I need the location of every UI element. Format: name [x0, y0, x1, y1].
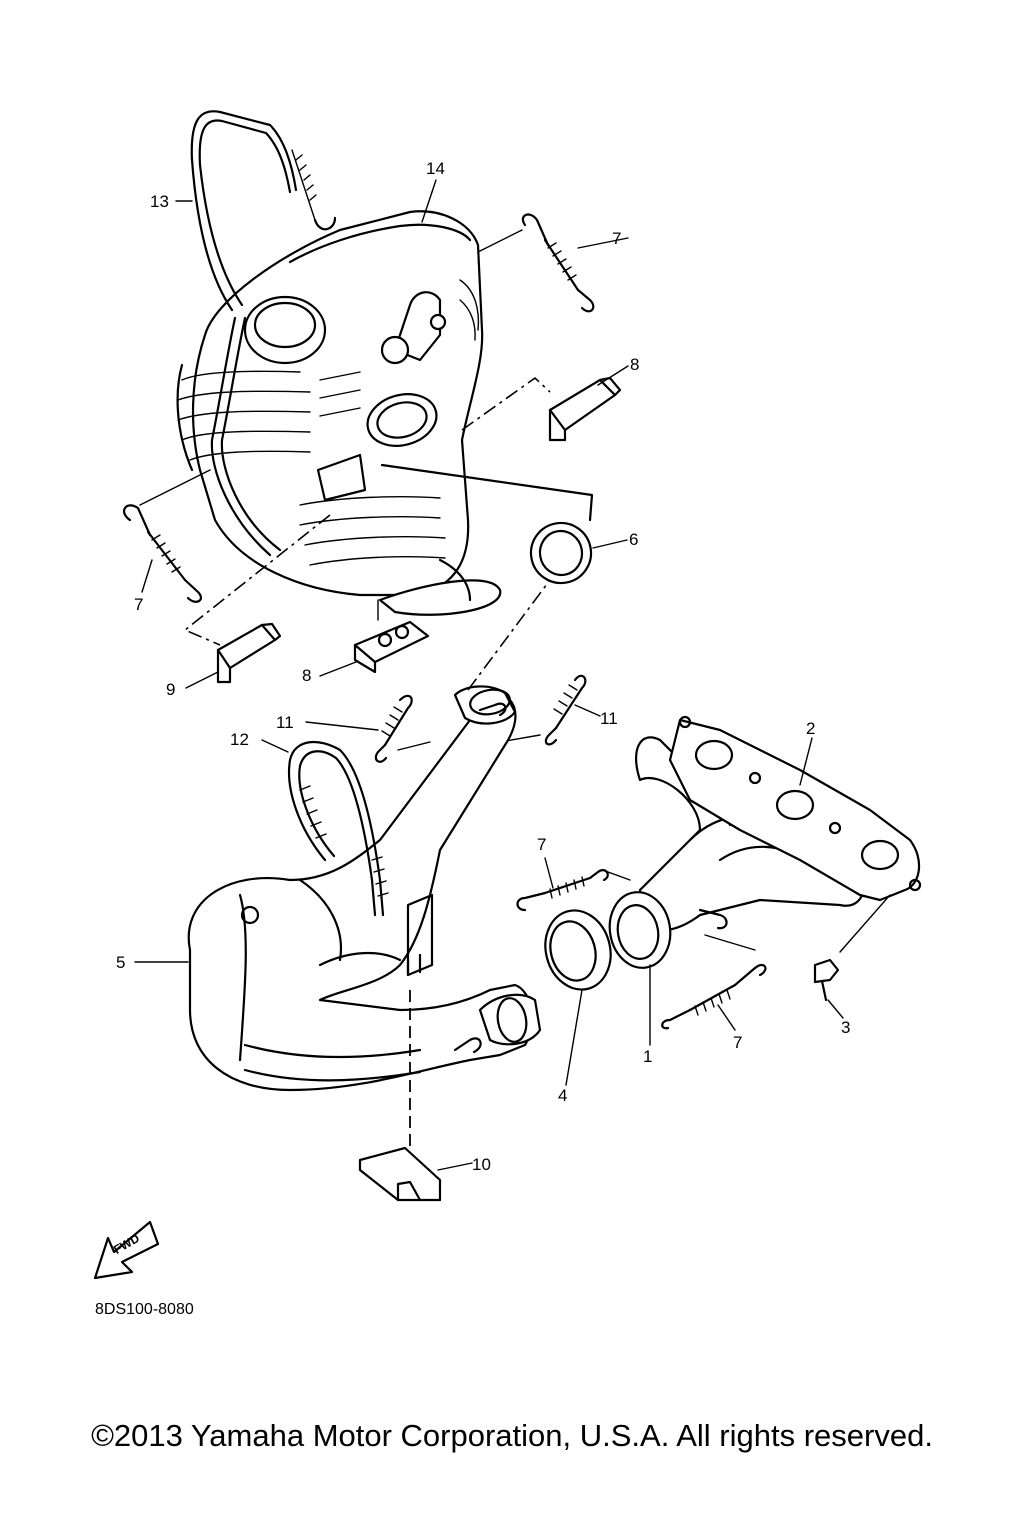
callout-7-a: 7: [612, 229, 621, 248]
copyright-notice: ©2013 Yamaha Motor Corporation, U.S.A. A…: [91, 1418, 933, 1453]
spring-7-left: 7: [123, 469, 211, 614]
callout-11-b: 11: [600, 709, 618, 728]
callout-10: 10: [472, 1155, 491, 1174]
callout-4: 4: [558, 1086, 567, 1105]
callout-6: 6: [629, 530, 638, 549]
gasket-2: 2: [668, 715, 922, 902]
muffler-assembly: [176, 210, 502, 616]
strap-13: 13: [150, 110, 337, 312]
callout-7-d: 7: [733, 1033, 742, 1052]
callout-2: 2: [806, 719, 815, 738]
strap-12: 12: [230, 730, 389, 917]
joint-4: 4: [544, 909, 612, 1105]
gasket-6-dash-line: [467, 579, 551, 691]
callout-14: 14: [426, 159, 445, 178]
bracket-9: 9: [166, 514, 331, 699]
callout-7-c: 7: [537, 835, 546, 854]
callout-9: 9: [166, 680, 175, 699]
callout-13: 13: [150, 192, 169, 211]
callout-3: 3: [841, 1018, 850, 1037]
callout-1: 1: [643, 1047, 652, 1066]
spring-7-center: 7: [516, 835, 631, 912]
callout-14-group: 14: [421, 159, 445, 223]
spring-11-right: 11: [499, 674, 618, 746]
callout-8-a: 8: [630, 355, 639, 374]
callout-8-b: 8: [302, 666, 311, 685]
spring-7-upper: 7: [477, 213, 629, 313]
spring-7-lower: 7: [661, 934, 767, 1052]
diagram-code: 8DS100-8080: [95, 1301, 194, 1318]
bracket-8-lower: 8: [302, 599, 430, 685]
bracket-8-upper: 8: [461, 355, 639, 442]
spring-11-left: 11: [276, 694, 431, 763]
gasket-6: 6: [380, 463, 638, 585]
callout-11-a: 11: [276, 713, 294, 732]
bracket-10: 10: [358, 990, 491, 1202]
bolt-3: 3: [813, 894, 891, 1037]
callout-12: 12: [230, 730, 249, 749]
callout-7-b: 7: [134, 595, 143, 614]
callout-5: 5: [116, 953, 125, 972]
fwd-arrow-icon: FWD: [93, 1220, 160, 1280]
expansion-chamber-5: 5: [116, 685, 542, 1092]
